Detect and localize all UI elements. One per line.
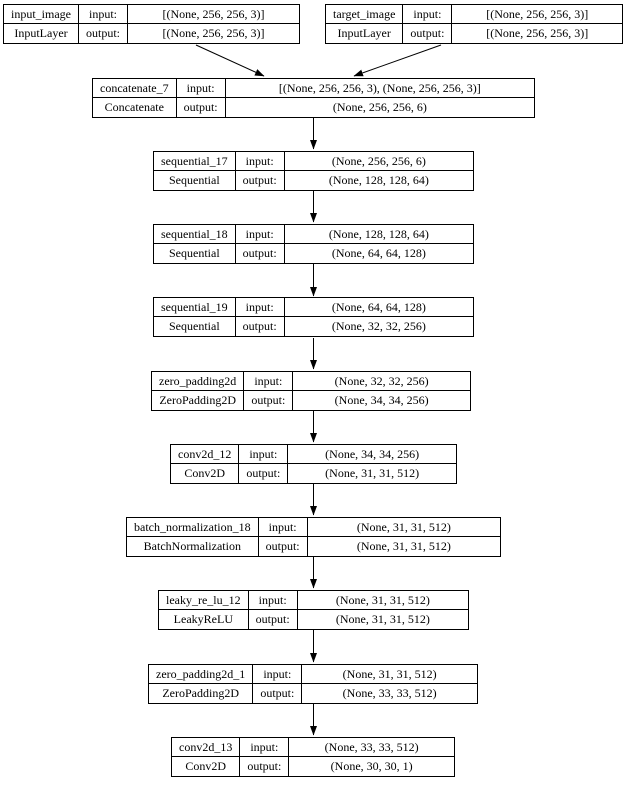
io-label: output:: [239, 464, 289, 483]
layer-name: conv2d_13: [172, 738, 241, 757]
layer-name: sequential_17: [154, 152, 236, 171]
layer-name: zero_padding2d_1: [149, 665, 254, 684]
layer-type: ZeroPadding2D: [152, 391, 245, 410]
layer-type: Conv2D: [171, 464, 240, 483]
layer-type: InputLayer: [326, 24, 404, 43]
edge-target-to-concat: [353, 44, 442, 77]
input-shape: (None, 31, 31, 512): [297, 591, 468, 610]
io-label: output:: [236, 317, 285, 336]
node-sequential-17: sequential_17 input: (None, 256, 256, 6)…: [153, 151, 474, 191]
io-label: input:: [403, 5, 453, 24]
layer-type: Sequential: [154, 244, 236, 263]
input-shape: (None, 31, 31, 512): [307, 518, 500, 537]
io-label: output:: [244, 391, 294, 410]
layer-name: sequential_19: [154, 298, 236, 317]
io-label: input:: [79, 5, 129, 24]
output-shape: (None, 30, 30, 1): [330, 759, 413, 773]
io-label: input:: [258, 518, 308, 537]
input-shape: (None, 34, 34, 256): [288, 445, 456, 464]
node-batch-normalization-18: batch_normalization_18 input: (None, 31,…: [126, 517, 501, 557]
output-shape: (None, 33, 33, 512): [342, 686, 437, 700]
node-sequential-18: sequential_18 input: (None, 128, 128, 64…: [153, 224, 474, 264]
input-shape: [(None, 256, 256, 3)]: [452, 5, 622, 24]
node-target-image: target_image input: [(None, 256, 256, 3)…: [325, 4, 623, 44]
output-shape: (None, 34, 34, 256): [334, 393, 429, 407]
input-shape: (None, 128, 128, 64): [284, 225, 473, 244]
layer-name: leaky_re_lu_12: [159, 591, 249, 610]
io-label: output:: [259, 537, 308, 556]
layer-type: ZeroPadding2D: [149, 684, 254, 703]
output-shape: (None, 31, 31, 512): [325, 466, 420, 480]
layer-name: conv2d_12: [171, 445, 240, 464]
layer-name: batch_normalization_18: [127, 518, 259, 537]
io-label: input:: [240, 738, 290, 757]
input-shape: (None, 32, 32, 256): [293, 372, 470, 391]
node-conv2d-12: conv2d_12 input: (None, 34, 34, 256) Con…: [170, 444, 457, 484]
input-shape: (None, 64, 64, 128): [284, 298, 473, 317]
layer-name: input_image: [4, 5, 79, 24]
io-label: output:: [403, 24, 453, 43]
input-shape: [(None, 256, 256, 3), (None, 256, 256, 3…: [225, 79, 534, 98]
io-label: input:: [253, 665, 303, 684]
output-shape: (None, 31, 31, 512): [335, 612, 430, 626]
layer-type: LeakyReLU: [159, 610, 249, 629]
output-shape: (None, 32, 32, 256): [331, 319, 426, 333]
layer-name: concatenate_7: [93, 79, 177, 98]
node-zero-padding2d: zero_padding2d input: (None, 32, 32, 256…: [151, 371, 471, 411]
layer-type: InputLayer: [4, 24, 79, 43]
io-label: output:: [253, 684, 303, 703]
io-label: input:: [235, 152, 285, 171]
io-label: output:: [177, 98, 226, 117]
io-label: input:: [176, 79, 226, 98]
io-label: input:: [244, 372, 294, 391]
output-shape: (None, 64, 64, 128): [331, 246, 426, 260]
node-input-image: input_image input: [(None, 256, 256, 3)]…: [3, 4, 300, 44]
io-label: output:: [236, 244, 285, 263]
io-label: output:: [249, 610, 298, 629]
layer-name: sequential_18: [154, 225, 236, 244]
input-shape: (None, 33, 33, 512): [289, 738, 454, 757]
io-label: input:: [239, 445, 289, 464]
layer-type: Sequential: [154, 317, 236, 336]
layer-name: target_image: [326, 5, 404, 24]
edge-input-to-concat: [195, 44, 265, 77]
layer-type: Concatenate: [93, 98, 177, 117]
node-conv2d-13: conv2d_13 input: (None, 33, 33, 512) Con…: [171, 737, 455, 777]
io-label: input:: [235, 298, 285, 317]
node-zero-padding2d-1: zero_padding2d_1 input: (None, 31, 31, 5…: [148, 664, 478, 704]
output-shape: [(None, 256, 256, 3)]: [162, 26, 265, 40]
output-shape: (None, 256, 256, 6): [332, 100, 427, 114]
layer-type: Conv2D: [172, 757, 241, 776]
node-sequential-19: sequential_19 input: (None, 64, 64, 128)…: [153, 297, 474, 337]
input-shape: [(None, 256, 256, 3)]: [128, 5, 299, 24]
output-shape: (None, 31, 31, 512): [356, 539, 451, 553]
io-label: input:: [235, 225, 285, 244]
io-label: output:: [236, 171, 285, 190]
output-shape: (None, 128, 128, 64): [328, 173, 429, 187]
layer-type: Sequential: [154, 171, 236, 190]
input-shape: (None, 256, 256, 6): [284, 152, 473, 171]
node-concatenate-7: concatenate_7 input: [(None, 256, 256, 3…: [92, 78, 535, 118]
layer-type: BatchNormalization: [127, 537, 259, 556]
io-label: input:: [248, 591, 298, 610]
io-label: output:: [79, 24, 129, 43]
output-shape: [(None, 256, 256, 3)]: [486, 26, 589, 40]
layer-name: zero_padding2d: [152, 372, 245, 391]
node-leaky-re-lu-12: leaky_re_lu_12 input: (None, 31, 31, 512…: [158, 590, 469, 630]
io-label: output:: [240, 757, 290, 776]
input-shape: (None, 31, 31, 512): [302, 665, 477, 684]
